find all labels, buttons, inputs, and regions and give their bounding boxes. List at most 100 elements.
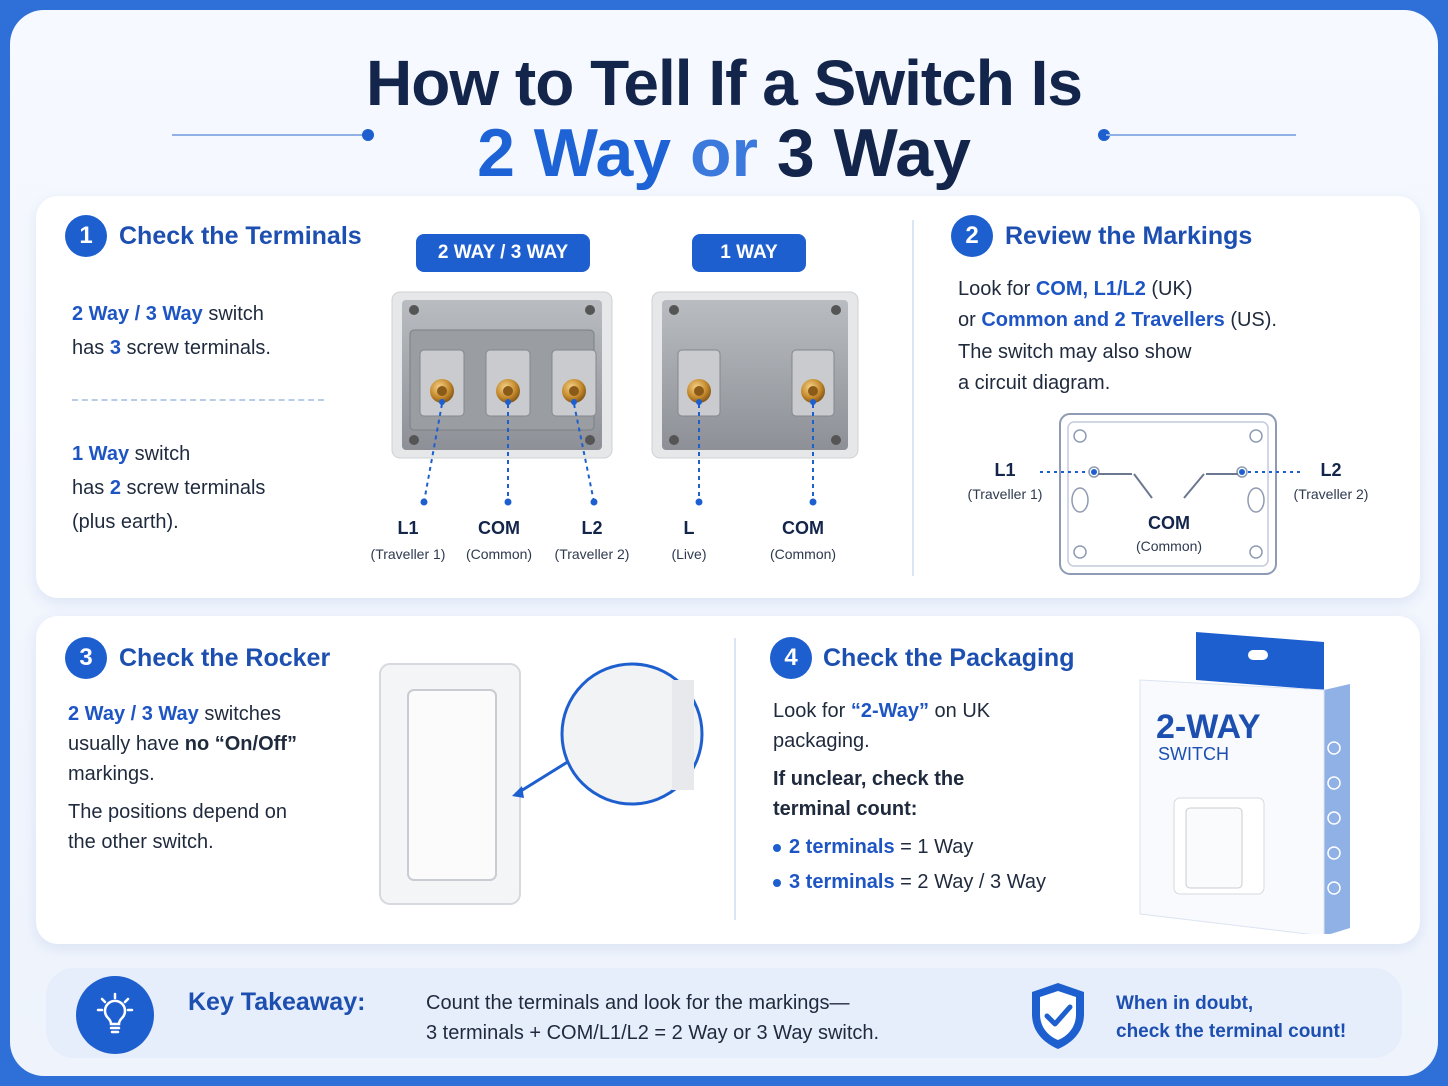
bottom-card-divider <box>734 638 736 920</box>
section1-text-b: has 3 screw terminals. <box>72 331 271 365</box>
section3-line-4: The positions depend on <box>68 801 288 823</box>
switch-backplates-illustration <box>391 291 859 506</box>
diagram-label-l1: L1 <box>994 460 1016 480</box>
diagram-sub-com: (Common) <box>1135 538 1203 554</box>
terminal-sub-com: (Common) <box>465 546 533 562</box>
title-rule-right <box>1106 134 1296 136</box>
diagram-sub-l2: (Traveller 2) <box>1293 486 1369 502</box>
top-card-divider <box>912 220 914 576</box>
title-rule-left <box>172 134 368 136</box>
section1-title: Check the Terminals <box>119 222 362 250</box>
section2-line-2-pre: or <box>958 309 982 331</box>
terminal-label-l2: L2 <box>581 518 603 538</box>
terminal-sub-l2: (Traveller 2) <box>554 546 630 562</box>
title-line-2: 2 Way or 3 Way <box>10 114 1438 192</box>
infographic-frame: How to Tell If a Switch Is 2 Way or 3 Wa… <box>10 10 1438 1076</box>
section3-line-5: the other switch. <box>68 831 214 853</box>
section1-text-b-num: 3 <box>109 337 121 359</box>
diagram-label-l2: L2 <box>1320 460 1342 480</box>
key-takeaway-line-1: Count the terminals and look for the mar… <box>426 992 850 1014</box>
section2-line-1-blue: COM, L1/L2 <box>1035 278 1146 300</box>
section1-text-a-blue: 2 Way / 3 Way <box>72 303 203 325</box>
terminal-sub-live: (Live) <box>671 546 707 562</box>
section1-text-b-post: screw terminals. <box>120 337 271 359</box>
key-takeaway-heading: Key Takeaway: <box>188 988 366 1016</box>
section2-line-1-post: (UK) <box>1145 278 1193 300</box>
section1-text-d-post: screw terminals <box>120 477 266 499</box>
section1-separator <box>72 399 324 401</box>
diagram-sub-l1: (Traveller 1) <box>967 486 1043 502</box>
key-takeaway-line-2: 3 terminals + COM/L1/L2 = 2 Way or 3 Way… <box>426 1022 880 1044</box>
title-or: or <box>690 115 758 191</box>
section4-line-1-blue: “2-Way” <box>850 700 929 722</box>
section4-line-3: If unclear, check the <box>773 768 965 790</box>
section3-line-2-pre: usually have <box>68 733 185 755</box>
terminal-label-live: L <box>683 518 695 538</box>
section3-line-2-bold: no “On/Off” <box>184 733 297 755</box>
pill-one-way: 1 WAY <box>692 234 806 272</box>
section1-text-c: 1 Way switch <box>72 437 190 471</box>
section3-line-1-blue: 2 Way / 3 Way <box>68 703 199 725</box>
section1-text-a-rest: switch <box>202 303 264 325</box>
section1-text-c-rest: switch <box>129 443 191 465</box>
section2-line-1: Look for COM, L1/L2 (UK) <box>958 272 1193 306</box>
lightbulb-glyph <box>96 992 134 1034</box>
diagram-label-com: COM <box>1148 513 1190 533</box>
section1-text-d: has 2 screw terminals <box>72 471 265 505</box>
pill-two-three-way: 2 WAY / 3 WAY <box>416 234 590 272</box>
terminal-sub-com-one-way: (Common) <box>769 546 837 562</box>
section3-line-3: markings. <box>68 763 155 785</box>
tip-line-2: check the terminal count! <box>1116 1021 1347 1042</box>
section3-title: Check the Rocker <box>119 644 331 672</box>
section1-text-b-pre: has <box>72 337 110 359</box>
tip-line-1: When in doubt, <box>1116 993 1254 1014</box>
packaging-box-illustration <box>1139 632 1350 934</box>
section1-text-c-blue: 1 Way <box>72 443 130 465</box>
section2-title: Review the Markings <box>1005 222 1253 250</box>
section2-line-2: or Common and 2 Travellers (US). <box>958 303 1277 337</box>
section4-bullet-2-rest: = 2 Way / 3 Way <box>894 871 1046 893</box>
section4-bullet-1-rest: = 1 Way <box>894 836 974 858</box>
key-takeaway-bar <box>46 968 1402 1058</box>
section1-text-d-num: 2 <box>109 477 121 499</box>
lightbulb-icon <box>76 976 154 1054</box>
terminal-label-com: COM <box>478 518 520 538</box>
rocker-switch-illustration <box>379 662 704 905</box>
section2-line-3: The switch may also show <box>958 341 1192 363</box>
shield-check-icon <box>1032 983 1084 1049</box>
section4-line-2: packaging. <box>773 730 870 752</box>
section2-number-badge: 2 <box>951 215 993 257</box>
section2-line-4: a circuit diagram. <box>958 372 1111 394</box>
box-title: 2-WAY <box>1156 708 1261 746</box>
section1-text-a: 2 Way / 3 Way switch <box>72 297 264 331</box>
section1-text-d-pre: has <box>72 477 110 499</box>
section4-title: Check the Packaging <box>823 644 1075 672</box>
section4-bullet-1-blue: 2 terminals <box>789 836 895 858</box>
section3-line-2: usually have no “On/Off” <box>68 729 297 759</box>
section4-bullet-1: 2 terminals = 1 Way <box>773 836 973 859</box>
title-dot-left <box>362 129 374 141</box>
section1-text-e: (plus earth). <box>72 511 179 533</box>
section2-line-2-blue: Common and 2 Travellers <box>981 309 1225 331</box>
section4-line-1-pre: Look for <box>773 700 851 722</box>
title-three-way: 3 Way <box>776 115 971 191</box>
terminal-label-com-one-way: COM <box>782 518 824 538</box>
section4-bullet-2-blue: 3 terminals <box>789 871 895 893</box>
section4-line-4: terminal count: <box>773 798 918 820</box>
box-subtitle: SWITCH <box>1158 744 1229 764</box>
title-two-way: 2 Way <box>477 115 672 191</box>
terminal-sub-l1: (Traveller 1) <box>370 546 446 562</box>
section2-line-1-pre: Look for <box>958 278 1036 300</box>
title-dot-right <box>1098 129 1110 141</box>
section3-line-1-rest: switches <box>198 703 282 725</box>
section4-bullet-2: 3 terminals = 2 Way / 3 Way <box>773 871 1046 894</box>
section4-number-badge: 4 <box>770 637 812 679</box>
section4-line-1-post: on UK <box>929 700 991 722</box>
terminal-label-l1: L1 <box>397 518 419 538</box>
section1-number-badge: 1 <box>65 215 107 257</box>
section3-number-badge: 3 <box>65 637 107 679</box>
title-line-1: How to Tell If a Switch Is <box>366 47 1083 119</box>
section2-line-2-post: (US). <box>1224 309 1277 331</box>
circuit-diagram-illustration <box>1040 413 1302 575</box>
section3-line-1: 2 Way / 3 Way switches <box>68 699 281 729</box>
